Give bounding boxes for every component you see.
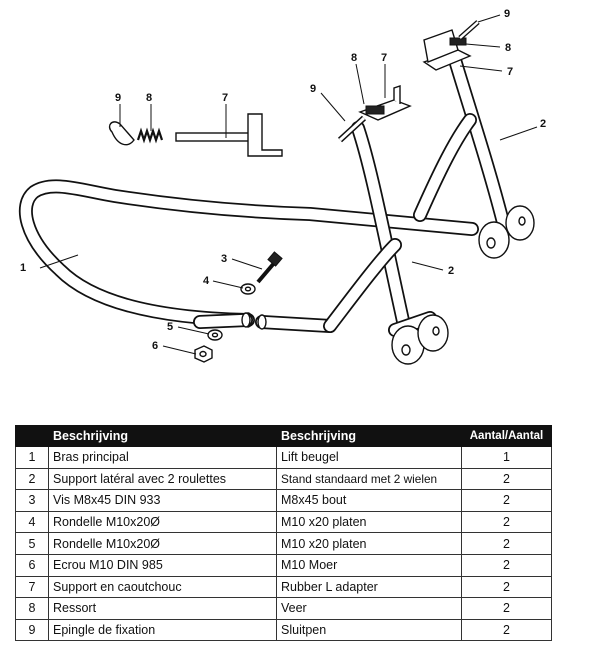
row-number: 6 xyxy=(15,553,49,577)
callout-4: 4 xyxy=(203,275,210,287)
row-number: 3 xyxy=(15,489,49,512)
parts-table: Beschrijving Beschrijving Aantal/Aantal … xyxy=(15,425,552,642)
table-row: 9 Epingle de fixation Sluitpen 2 xyxy=(15,618,552,642)
callout-2-front: 2 xyxy=(448,265,454,277)
row-number: 5 xyxy=(15,532,49,555)
row-description-fr: Rondelle M10x20Ø xyxy=(48,532,277,555)
table-header-row: Beschrijving Beschrijving Aantal/Aantal xyxy=(15,425,552,447)
row-quantity: 2 xyxy=(461,618,552,642)
bolt-m8x45 xyxy=(256,251,283,284)
table-row: 2 Support latéral avec 2 roulettes Stand… xyxy=(15,467,552,491)
rear-adapter-assembly xyxy=(422,20,480,71)
row-number: 1 xyxy=(15,446,49,469)
callout-5: 5 xyxy=(167,321,173,333)
row-description-fr: Support en caoutchouc xyxy=(48,575,277,599)
washer-4 xyxy=(240,283,256,295)
table-row: 3 Vis M8x45 DIN 933 M8x45 bout 2 xyxy=(15,489,552,512)
row-description-fr: Rondelle M10x20Ø xyxy=(48,510,277,534)
loose-fixation-pin xyxy=(108,121,135,146)
callout-9-front: 9 xyxy=(310,83,316,95)
nut-m10 xyxy=(194,345,213,363)
exploded-view-diagram: 1 2 2 3 4 5 6 9 8 7 9 8 7 9 8 7 xyxy=(18,8,546,365)
row-description-nl: Rubber L adapter xyxy=(276,575,462,599)
row-description-fr: Ecrou M10 DIN 985 xyxy=(48,553,277,577)
table-row: 7 Support en caoutchouc Rubber L adapter… xyxy=(15,575,552,599)
callout-8-front: 8 xyxy=(351,52,357,64)
row-quantity: 2 xyxy=(461,467,552,491)
row-description-fr: Epingle de fixation xyxy=(48,618,277,642)
row-description-nl: M10 x20 platen xyxy=(276,532,462,555)
row-description-nl: Stand standaard met 2 wielen xyxy=(276,467,462,491)
row-quantity: 2 xyxy=(461,532,552,555)
header-quantity: Aantal/Aantal xyxy=(461,425,552,447)
leader-lines xyxy=(39,14,538,355)
loose-spring xyxy=(136,127,164,144)
table-row: 5 Rondelle M10x20Ø M10 x20 platen 2 xyxy=(15,532,552,555)
callout-7-front: 7 xyxy=(381,52,387,64)
table-row: 8 Ressort Veer 2 xyxy=(15,597,552,620)
row-quantity: 2 xyxy=(461,553,552,577)
row-quantity: 2 xyxy=(461,575,552,599)
loose-l-adapter xyxy=(175,113,283,157)
table-row: 6 Ecrou M10 DIN 985 M10 Moer 2 xyxy=(15,553,552,577)
row-description-fr: Ressort xyxy=(48,597,277,620)
row-number: 7 xyxy=(15,575,49,599)
callout-7-loose: 7 xyxy=(222,92,228,104)
callout-8-loose: 8 xyxy=(146,92,152,104)
callout-6: 6 xyxy=(152,340,158,352)
row-description-nl: Lift beugel xyxy=(276,446,462,469)
row-description-nl: Veer xyxy=(276,597,462,620)
washer-5 xyxy=(207,329,223,341)
row-number: 2 xyxy=(15,467,49,491)
row-description-fr: Support latéral avec 2 roulettes xyxy=(48,467,277,491)
row-quantity: 1 xyxy=(461,446,552,469)
header-number xyxy=(15,425,49,447)
side-stand-front xyxy=(323,121,449,365)
row-description-fr: Bras principal xyxy=(48,446,277,469)
row-description-nl: Sluitpen xyxy=(276,618,462,642)
row-description-nl: M10 Moer xyxy=(276,553,462,577)
row-description-nl: M10 x20 platen xyxy=(276,510,462,534)
callout-labels: 1 2 2 3 4 5 6 9 8 7 9 8 7 9 8 7 xyxy=(20,8,546,352)
connector-tubes xyxy=(193,312,337,333)
row-number: 9 xyxy=(15,618,49,642)
callout-8-rear: 8 xyxy=(505,42,511,54)
callout-9-loose: 9 xyxy=(115,92,121,104)
callout-2-rear: 2 xyxy=(540,118,546,130)
side-stand-rear xyxy=(413,53,535,259)
row-quantity: 2 xyxy=(461,510,552,534)
callout-3: 3 xyxy=(221,253,227,265)
row-quantity: 2 xyxy=(461,489,552,512)
row-description-fr: Vis M8x45 DIN 933 xyxy=(48,489,277,512)
row-number: 8 xyxy=(15,597,49,620)
row-number: 4 xyxy=(15,510,49,534)
callout-7-rear: 7 xyxy=(507,66,513,78)
table-row: 4 Rondelle M10x20Ø M10 x20 platen 2 xyxy=(15,510,552,534)
row-description-nl: M8x45 bout xyxy=(276,489,462,512)
callout-9-rear: 9 xyxy=(504,8,510,20)
front-adapter-assembly xyxy=(337,85,412,143)
table-row: 1 Bras principal Lift beugel 1 xyxy=(15,446,552,469)
callout-1: 1 xyxy=(20,262,26,274)
header-description-fr: Beschrijving xyxy=(48,425,277,447)
header-description-nl: Beschrijving xyxy=(276,425,462,447)
row-quantity: 2 xyxy=(461,597,552,620)
